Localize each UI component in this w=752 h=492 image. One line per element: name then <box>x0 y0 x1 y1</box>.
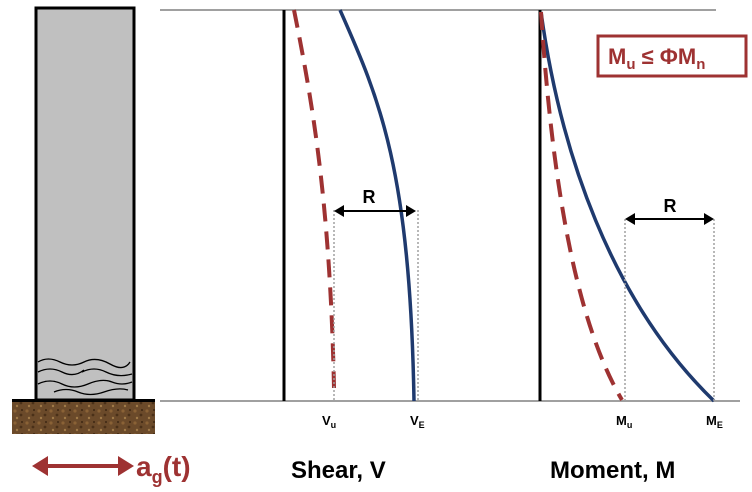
shear-demand-curve <box>292 9 336 389</box>
double-headed-arrow-icon <box>32 456 134 476</box>
shear-caption: Shear, V <box>291 457 386 484</box>
shear-range-label: R <box>363 187 376 207</box>
column <box>34 6 136 402</box>
capacity-check-formula: Mu ≤ ΦMn <box>608 44 705 73</box>
ground-slab <box>12 399 155 402</box>
crack-lines <box>37 358 133 396</box>
mu-tick-label: Mu <box>616 413 632 430</box>
shear-envelope-curve <box>338 9 416 402</box>
moment-range-label: R <box>664 196 677 216</box>
ve-tick-label: VE <box>410 413 425 430</box>
moment-range-arrow <box>625 213 714 225</box>
excitation-label: ag(t) <box>136 451 191 487</box>
moment-caption: Moment, M <box>550 457 675 484</box>
ground-soil <box>12 402 155 434</box>
vu-tick-label: Vu <box>322 413 336 430</box>
moment-demand-curve <box>539 11 624 402</box>
shear-range-arrow <box>334 205 416 217</box>
me-tick-label: ME <box>706 413 723 430</box>
moment-envelope-curve <box>539 11 716 403</box>
capacity-check-box <box>596 34 748 78</box>
